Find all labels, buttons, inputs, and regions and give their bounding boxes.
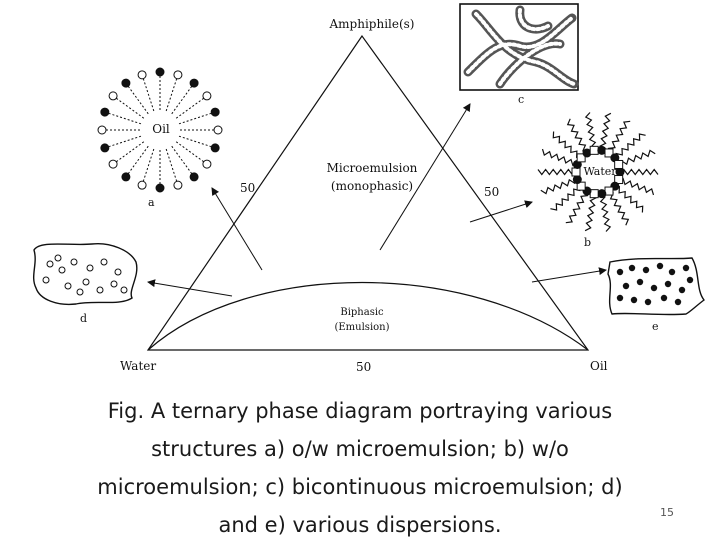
figure-caption: Fig. A ternary phase diagram portraying … xyxy=(20,392,700,544)
region-label-emulsion: (Emulsion) xyxy=(334,322,389,333)
caption-line-1: Fig. A ternary phase diagram portraying … xyxy=(107,399,613,423)
arrow-to-inset-a xyxy=(211,187,263,271)
inset-b-letter: b xyxy=(584,236,591,249)
caption-line-4: and e) various dispersions. xyxy=(218,513,502,537)
inset-d-dispersion xyxy=(33,243,138,306)
inset-a-letter: a xyxy=(148,196,155,209)
apex-label-amphiphile: Amphiphile(s) xyxy=(328,17,414,31)
phase-boundary-curve xyxy=(147,282,589,351)
slide-number: 15 xyxy=(660,506,674,519)
inset-e-letter: e xyxy=(652,320,659,333)
arrow-to-inset-b xyxy=(469,200,533,223)
region-label-monophasic: (monophasic) xyxy=(331,179,413,193)
inset-a-core-label: Oil xyxy=(152,122,170,136)
inset-d-letter: d xyxy=(80,312,87,325)
caption-line-2: structures a) o/w microemulsion; b) w/o xyxy=(151,437,569,461)
scale-label-right: 50 xyxy=(484,185,499,199)
region-label-biphasic: Biphasic xyxy=(340,307,384,318)
scale-label-bottom: 50 xyxy=(356,360,371,374)
scale-label-left: 50 xyxy=(240,181,255,195)
apex-label-oil: Oil xyxy=(590,359,608,373)
inset-e-dispersion xyxy=(607,257,705,316)
caption-line-3: microemulsion; c) bicontinuous microemul… xyxy=(97,475,623,499)
phase-triangle xyxy=(146,34,590,351)
region-label-microemulsion: Microemulsion xyxy=(327,161,418,175)
inset-c-letter: c xyxy=(518,93,524,106)
inset-b-wo-micelle xyxy=(537,112,659,232)
inset-a-ow-micelle xyxy=(97,67,223,193)
arrow-to-inset-d xyxy=(147,279,233,297)
arrow-to-inset-e xyxy=(531,267,607,283)
ternary-phase-diagram: Amphiphile(s) Water Oil 50 50 50 Microem… xyxy=(33,3,705,374)
arrow-to-inset-c xyxy=(379,103,471,251)
apex-label-water: Water xyxy=(120,359,156,373)
inset-b-core-label: Water xyxy=(583,165,617,178)
inset-c-bicontinuous xyxy=(459,3,579,91)
